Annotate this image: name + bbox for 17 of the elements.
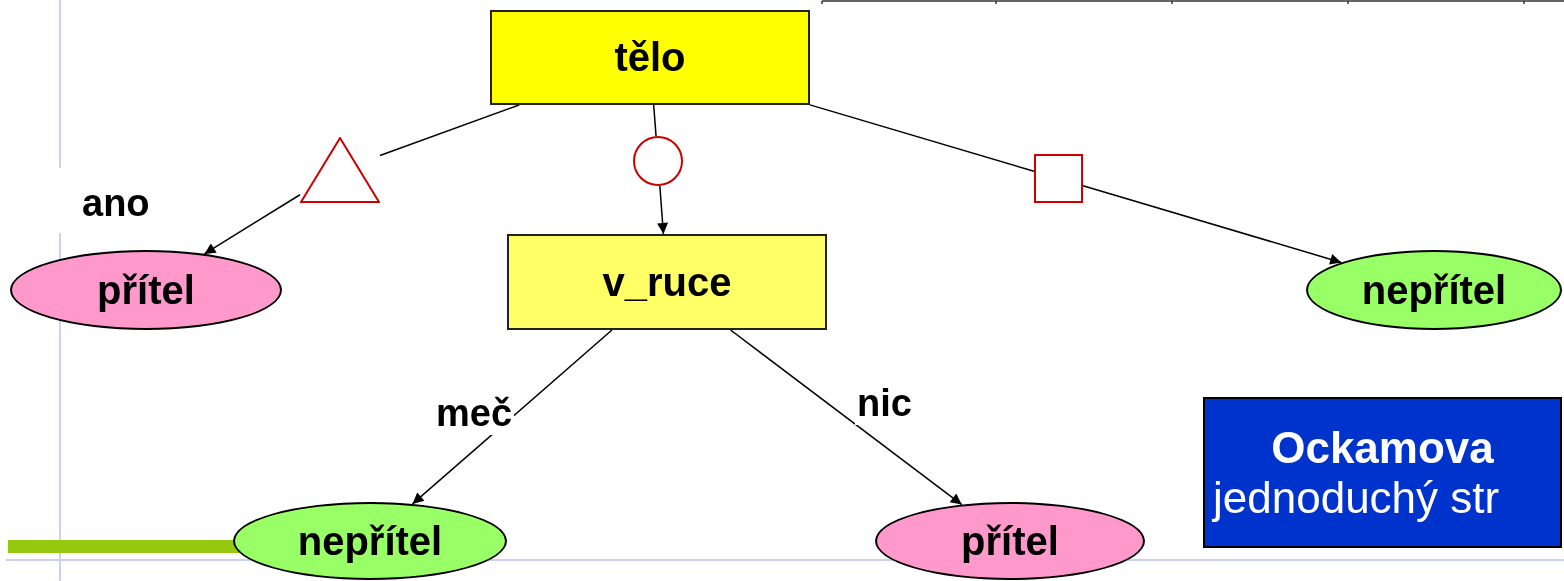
node-label: přítel [97,267,195,313]
node-label: tělo [614,35,686,80]
arrow [657,185,669,235]
decision-box [507,234,827,330]
node-label: v_ruce [602,259,732,305]
decision-box [490,10,810,105]
node-label: přítel [961,518,1059,564]
node-label: nepřítel [297,518,443,564]
node-label: nepřítel [1361,267,1507,313]
triangle-symbol [300,137,380,203]
arrow [411,329,613,505]
title-panel [1203,397,1562,548]
panel-heading: Ockamova [1271,422,1494,473]
panel-subtitle: jednoduchý str [1211,472,1500,523]
circle-symbol [633,136,683,186]
arrow [1082,185,1342,265]
square-symbol [1034,154,1083,203]
